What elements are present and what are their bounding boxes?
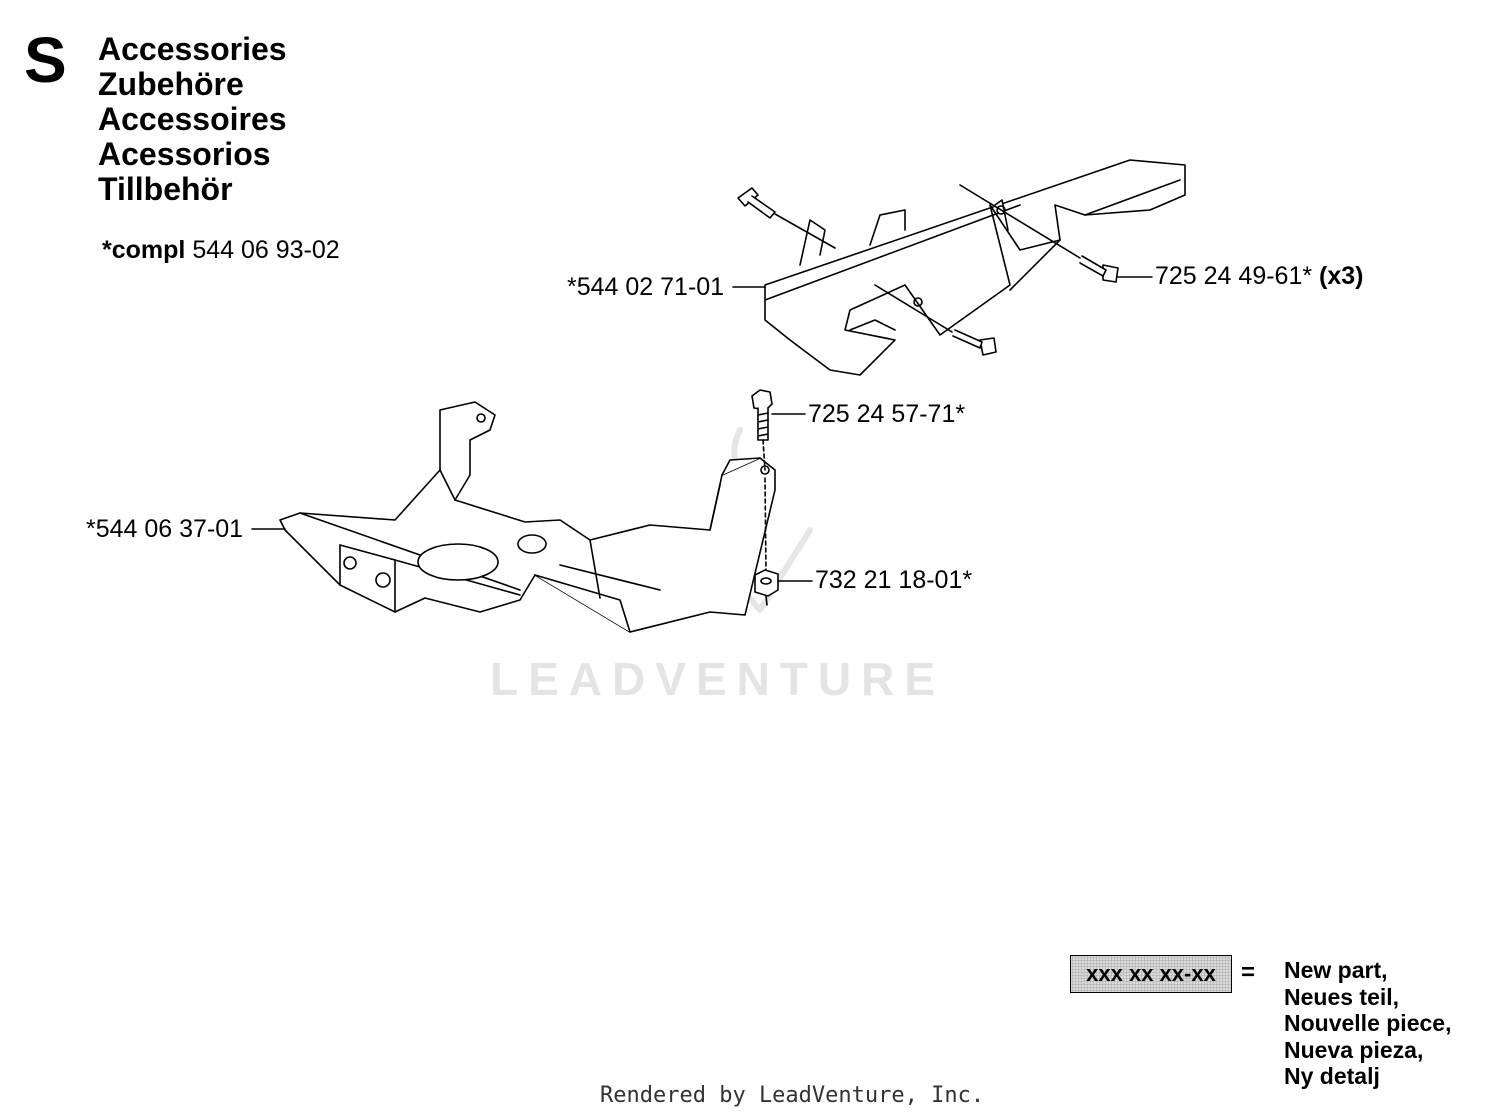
legend-line-de: Neues teil,: [1284, 983, 1400, 1010]
callout-upper-bracket: *544 02 71-01: [567, 273, 725, 301]
legend-line-fr: Nouvelle piece,: [1284, 1010, 1452, 1036]
section-letter: S: [24, 24, 67, 96]
lower-bracket-hole: [375, 572, 391, 588]
lower-bracket-hole: [343, 556, 357, 570]
bolt-small-number: 725 24 49-61*: [1155, 262, 1313, 290]
title-en: Accessories: [98, 31, 287, 67]
legend-line-en: New part,: [1284, 957, 1388, 983]
title-de: Zubehöre: [98, 66, 244, 102]
upper-bracket: [764, 159, 1186, 376]
title-sv: Tillbehör: [98, 171, 233, 207]
legend-equals: =: [1241, 959, 1256, 986]
footer-credit: Rendered by LeadVenture, Inc.: [600, 1083, 985, 1108]
lower-bracket-hole: [476, 413, 486, 423]
legend-line-sv: Ny detalj: [1284, 1063, 1380, 1089]
leader-line: [774, 213, 836, 249]
bolt-vertical-icon: [751, 389, 773, 441]
callout-bolt-small: 725 24 49-61* (x3): [1155, 264, 1364, 289]
leader-line: [765, 595, 768, 606]
callout-bolt-vertical: 725 24 57-71*: [808, 400, 966, 428]
bolt-small-icon: [952, 329, 997, 356]
upper-bracket-hole: [996, 205, 1006, 215]
compl-prefix: *compl: [102, 236, 186, 264]
callout-nut: 732 21 18-01*: [815, 566, 973, 594]
legend-description: New part, Neues teil, Nouvelle piece, Nu…: [1284, 957, 1451, 1090]
bolt-small-icon: [737, 187, 776, 219]
legend-new-part-sample: xxx xx xx-xx: [1070, 955, 1232, 993]
title-pt: Acessorios: [98, 136, 271, 172]
leader-line: [762, 439, 766, 471]
lower-bracket-hole: [760, 465, 770, 475]
bolt-small-icon: [1079, 255, 1119, 283]
leader-line: [959, 184, 1081, 259]
lower-bracket: [279, 401, 776, 633]
title-fr: Accessoires: [98, 101, 287, 137]
compl-number: 544 06 93-02: [192, 236, 340, 264]
complete-kit-number: *compl 544 06 93-02: [102, 236, 340, 265]
section-titles: Accessories Zubehöre Accessoires Acessor…: [98, 32, 287, 207]
lower-bracket-hole: [517, 534, 547, 554]
leader-line: [764, 477, 767, 573]
upper-bracket-hole: [913, 297, 923, 307]
nut-icon: [754, 569, 779, 597]
lower-bracket-slot: [417, 543, 499, 581]
watermark-text: LEADVENTURE: [490, 653, 946, 705]
bolt-small-qty: (x3): [1319, 262, 1364, 290]
leader-line: [874, 284, 953, 333]
callout-lower-bracket: *544 06 37-01: [86, 515, 244, 543]
legend-line-es: Nueva pieza,: [1284, 1036, 1424, 1063]
